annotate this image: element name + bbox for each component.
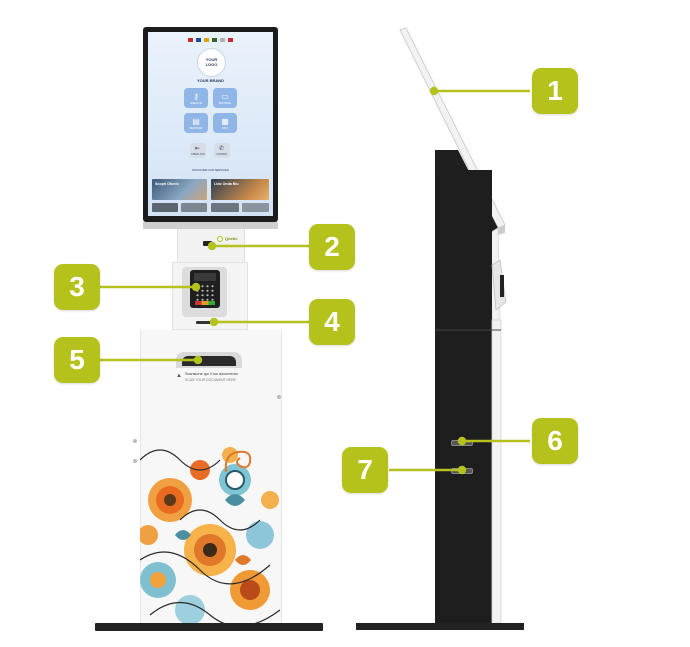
flag-icon[interactable]: [212, 38, 217, 42]
flag-icon[interactable]: [228, 38, 233, 42]
callout-2: 2: [309, 224, 355, 270]
tile-label: CHECK-IN: [189, 102, 203, 105]
flag-icon[interactable]: [188, 38, 193, 42]
card-label: Scopri Ofunio: [155, 182, 179, 186]
pin-pad-display: [194, 273, 216, 281]
flag-icon[interactable]: [220, 38, 225, 42]
side-kiosk: [356, 27, 524, 630]
tile-booking[interactable]: ▭ BOOKING: [213, 88, 237, 108]
card-reader-slot[interactable]: [203, 241, 212, 246]
scanner-label-line-2: SCAN YOUR DOCUMENT HERE: [185, 378, 236, 382]
tile-services[interactable]: ▤ SERVICES: [184, 113, 208, 133]
bed-icon: ▭: [221, 92, 229, 101]
document-scanner[interactable]: [176, 352, 242, 368]
thumb-card[interactable]: [152, 203, 178, 212]
tile-label: SERVICES: [189, 127, 203, 130]
button-label: CONTACT: [216, 154, 228, 156]
pin-pad-buttons[interactable]: [195, 301, 215, 305]
kiosk-screen: YOUR LOGO YOUR BRAND ⚷ CHECK-IN ▭ BOOKIN…: [148, 32, 273, 216]
flag-icon[interactable]: [204, 38, 209, 42]
brand-mark: Qnetic: [217, 236, 239, 244]
decorative-swirl: [224, 450, 252, 473]
screen-logo: YOUR LOGO: [197, 48, 226, 77]
card-label: Lido Onda Blu: [214, 182, 239, 186]
card-scopri[interactable]: Scopri Ofunio: [152, 179, 207, 200]
card-lido[interactable]: Lido Onda Blu: [211, 179, 269, 200]
pin-pad-keys[interactable]: [195, 284, 215, 302]
logo-line-1: YOUR: [205, 57, 218, 62]
tile-label: BOOKING: [218, 102, 232, 105]
scanner-label: ▲ Scansione qui il tuo documento SCAN YO…: [176, 372, 246, 386]
tile-info[interactable]: ▦ INFO: [213, 113, 237, 133]
scanner-label-line-1: Scansione qui il tuo documento: [185, 372, 238, 376]
callout-6: 6: [532, 418, 578, 464]
side-port: [133, 459, 137, 463]
callout-3: 3: [54, 264, 100, 310]
logo-line-2: LOGO: [205, 62, 218, 67]
screen-brand: YOUR BRAND: [196, 78, 225, 83]
section-title: DISCOVER OUR SERVICES: [192, 168, 229, 172]
language-flags: [188, 38, 234, 42]
contact-button[interactable]: ✆ CONTACT: [214, 143, 230, 158]
document-icon: ▤: [192, 117, 200, 126]
exit-icon: ⇤: [195, 146, 201, 152]
callout-5: 5: [54, 337, 100, 383]
brand-mark-text: Qnetic: [225, 236, 238, 241]
tile-label: INFO: [221, 127, 229, 130]
thumb-card[interactable]: [211, 203, 239, 212]
monitor-mount: [143, 222, 278, 229]
side-port: [133, 439, 137, 443]
phone-icon: ✆: [219, 146, 225, 152]
side-port: [277, 395, 281, 399]
card-dispenser-slot[interactable]: [196, 321, 218, 324]
callout-4: 4: [309, 299, 355, 345]
tile-check-in[interactable]: ⚷ CHECK-IN: [184, 88, 208, 108]
callout-1: 1: [532, 68, 578, 114]
clipboard-icon: ▦: [221, 117, 229, 126]
thumb-card[interactable]: [181, 203, 207, 212]
brand-dot-icon: [217, 236, 223, 242]
scanner-opening: [182, 356, 236, 366]
front-base-plate: [95, 623, 323, 631]
user-icon: ▲: [176, 373, 182, 379]
check-out-button[interactable]: ⇤ CHECK-OUT: [190, 143, 206, 158]
flag-icon[interactable]: [196, 38, 201, 42]
thumb-card[interactable]: [242, 203, 269, 212]
callout-7: 7: [342, 447, 388, 493]
decorative-pattern: [140, 447, 280, 624]
button-label: CHECK-OUT: [191, 154, 205, 156]
key-icon: ⚷: [193, 92, 199, 101]
